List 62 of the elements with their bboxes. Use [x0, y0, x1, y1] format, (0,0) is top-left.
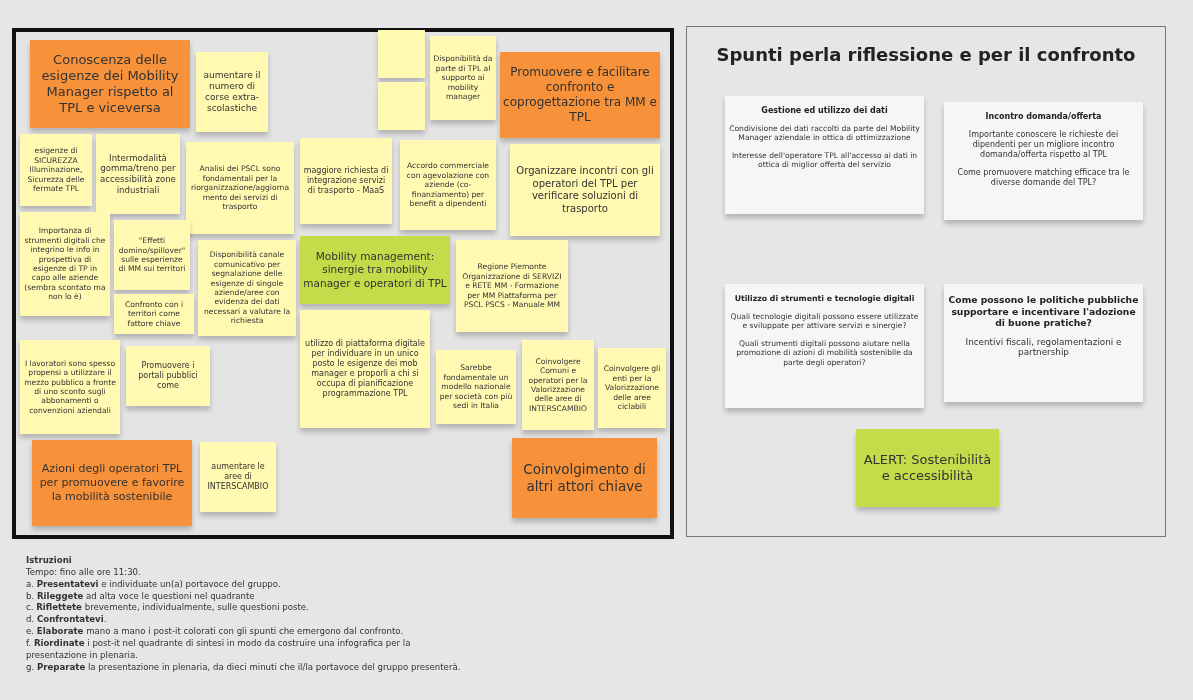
instruction-line: b. Rileggete ad alta voce le questioni nel quadrante — [26, 590, 256, 603]
instruction-line: c. Riflettete brevemente, individualmente, sulle questioni poste. — [26, 602, 310, 615]
question-card — [725, 96, 924, 214]
instruction-line: f. Riordinate i post-it nel quadrante di sintesi in modo da costruire una infografica per la presentazione in plenaria. — [26, 638, 412, 662]
sticky-note — [510, 144, 660, 236]
sticky-note — [300, 138, 392, 224]
note-text: Conoscenza delle esigenze dei Mobility Manager rispetto al TPL e viceversa — [40, 51, 180, 117]
sticky-note — [20, 212, 110, 316]
note-text: Promuovere e facilitare confronto e coprogettazione tra MM e TPL — [503, 65, 657, 125]
note-text: Promuovere i portali pubblici come — [137, 361, 199, 391]
card-heading: Come possono le politiche pubbliche supportare e incentivare l'adozione di buone pratiche? — [947, 294, 1140, 329]
note-text: Organizzare incontri con gli operatori del TPL per verificare soluzioni di trasporto — [515, 165, 655, 215]
sticky-note — [114, 220, 190, 290]
sticky-note — [522, 340, 594, 430]
instruction-line: d. Confrontatevi. — [26, 614, 108, 627]
question-card — [944, 284, 1143, 402]
sticky-note — [378, 30, 425, 78]
sticky-note — [456, 240, 568, 332]
sticky-note — [126, 346, 210, 406]
sticky-note — [500, 52, 660, 138]
sticky-note — [32, 440, 192, 526]
instructions-heading: Istruzioni — [26, 555, 73, 567]
sticky-note — [300, 310, 430, 428]
instruction-line: g. Preparate la presentazione in plenaria, da dieci minuti che il/la portavoce del gruppo presenterà. — [26, 661, 462, 674]
panel-title: Spunti perla riflessione e per il confronto — [716, 44, 1136, 67]
note-text: Intermodalità gomma/treno per accessibilità zone industriali — [99, 152, 177, 196]
note-text: aumentare il numero di corse extra-scolastiche — [202, 69, 262, 115]
question-card — [725, 284, 924, 408]
sticky-note — [400, 140, 496, 230]
sticky-note — [20, 134, 92, 206]
card-text: Come promuovere matching efficace tra le diverse domande del TPL? — [956, 168, 1131, 188]
instruction-line: Tempo: fino alle ore 11:30. — [26, 566, 142, 579]
sticky-note — [96, 134, 180, 214]
note-text: aumentare le aree di INTERSCAMBIO — [206, 462, 270, 492]
sticky-note — [198, 240, 296, 336]
note-text: ALERT: Sostenibilità e accessibilità — [862, 451, 993, 485]
board-panel — [686, 26, 1166, 537]
card-heading: Incontro domanda/offerta — [985, 112, 1102, 122]
sticky-note — [300, 236, 450, 304]
sticky-note — [512, 438, 657, 518]
sticky-note — [430, 36, 496, 120]
instruction-line: a. Presentatevi e individuate un(a) portavoce del gruppo. — [26, 578, 282, 591]
instruction-line: e. Elaborate mano a mano i post-it colorati con gli spunti che emergono dal confronto. — [26, 626, 405, 638]
sticky-note — [200, 442, 276, 512]
note-text: Coinvolgimento di altri attori chiave — [522, 461, 647, 495]
sticky-note — [196, 52, 268, 132]
card-text: Importante conoscere le richieste dei dipendenti per un migliore incontro domanda/offerta rispetto al TPL — [967, 130, 1120, 160]
sticky-note — [378, 82, 425, 130]
sticky-note — [186, 142, 294, 234]
card-heading: Gestione ed utilizzo dei dati — [761, 106, 888, 116]
sticky-note — [30, 40, 190, 128]
note-text: Azioni degli operatori TPL per promuovere e favorire la mobilità sostenibile — [38, 462, 186, 504]
note-text: utilizzo di piattaforma digitale per individuare in un unico posto le esigenze dei mob manager e proporli a chi si occupa di pianificazione programmazione TPL — [304, 339, 426, 399]
question-card — [944, 102, 1143, 220]
sticky-note — [856, 429, 999, 507]
note-text: maggiore richiesta di integrazione servizi di trasporto - MaaS — [303, 166, 389, 196]
sticky-note — [598, 348, 666, 428]
card-text: Incentivi fiscali, regolamentazioni e partnership — [964, 336, 1123, 359]
note-text: Mobility management: sinergie tra mobility manager e operatori di TPL — [303, 250, 447, 290]
sticky-note — [20, 340, 120, 434]
sticky-note — [436, 350, 516, 424]
sticky-note — [114, 294, 194, 334]
